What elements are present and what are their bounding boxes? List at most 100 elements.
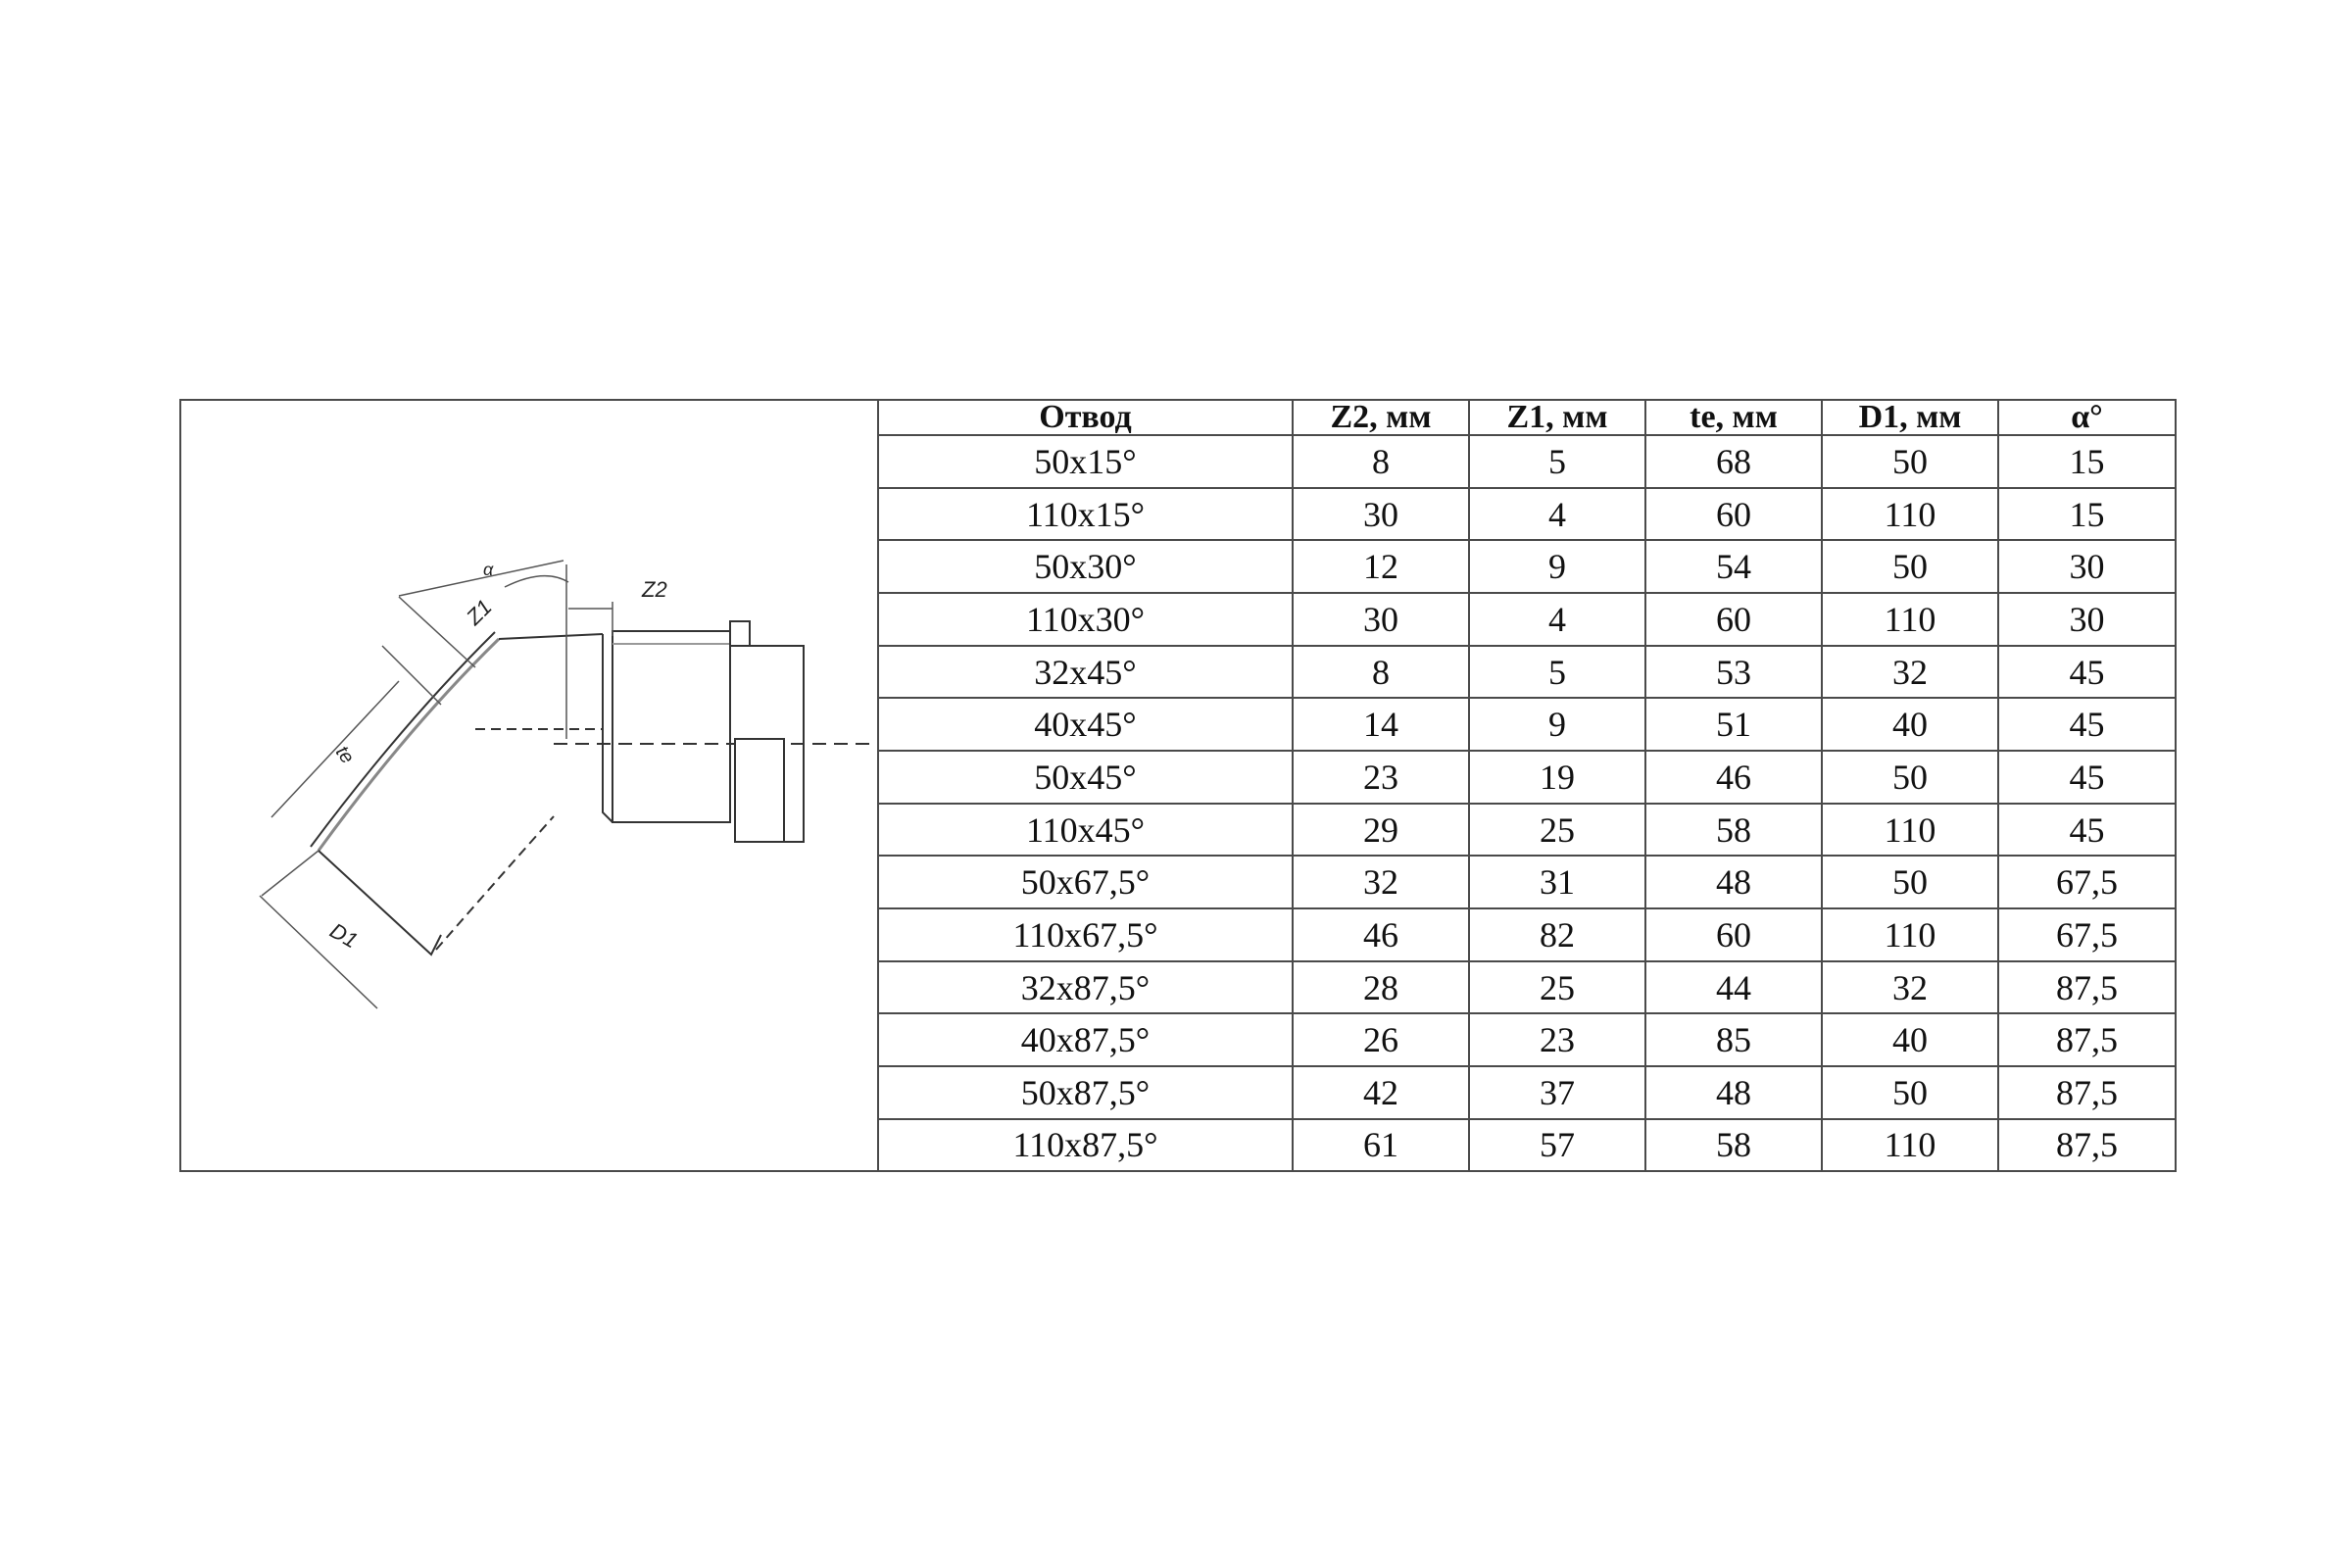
cell-d1: 32 [1821, 959, 1999, 1015]
dimensions-table: Отвод Z2, мм Z1, мм te, мм D1, мм α° 50x… [879, 401, 2175, 1170]
cell-d1: 50 [1821, 1065, 1999, 1120]
cell-z1: 5 [1468, 434, 1646, 489]
cell-d1: 32 [1821, 644, 1999, 700]
cell-alpha: 45 [1997, 644, 2175, 700]
cell-elbow: 40x45° [879, 697, 1294, 753]
cell-elbow: 40x87,5° [879, 1012, 1294, 1068]
cell-te: 60 [1644, 907, 1823, 962]
cell-te: 85 [1644, 1012, 1823, 1068]
cell-alpha: 87,5 [1997, 959, 2175, 1015]
cell-alpha: 15 [1997, 486, 2175, 542]
cell-te: 48 [1644, 1065, 1823, 1120]
cell-d1: 110 [1821, 486, 1999, 542]
cell-z2: 8 [1292, 644, 1470, 700]
cell-te: 53 [1644, 644, 1823, 700]
cell-elbow: 110x87,5° [879, 1117, 1294, 1170]
dimensions-table-cell: Отвод Z2, мм Z1, мм te, мм D1, мм α° 50x… [879, 401, 2175, 1170]
alpha-label: α [483, 560, 494, 579]
cell-z1: 23 [1468, 1012, 1646, 1068]
cell-elbow: 32x87,5° [879, 959, 1294, 1015]
cell-elbow: 50x67,5° [879, 855, 1294, 910]
cell-elbow: 50x30° [879, 539, 1294, 595]
cell-d1: 50 [1821, 539, 1999, 595]
cell-z1: 5 [1468, 644, 1646, 700]
cell-alpha: 87,5 [1997, 1065, 2175, 1120]
cell-z2: 42 [1292, 1065, 1470, 1120]
cell-z2: 8 [1292, 434, 1470, 489]
header-elbow: Отвод [879, 401, 1294, 436]
elbow-technical-drawing: α Z1 Z2 te D1 [259, 560, 877, 1009]
cell-z1: 82 [1468, 907, 1646, 962]
z1-label: Z1 [461, 595, 497, 631]
cell-d1: 40 [1821, 697, 1999, 753]
cell-d1: 50 [1821, 434, 1999, 489]
cell-alpha: 45 [1997, 750, 2175, 805]
cell-z1: 57 [1468, 1117, 1646, 1170]
cell-te: 60 [1644, 486, 1823, 542]
cell-elbow: 50x15° [879, 434, 1294, 489]
cell-elbow: 50x45° [879, 750, 1294, 805]
cell-elbow: 110x67,5° [879, 907, 1294, 962]
cell-z2: 29 [1292, 802, 1470, 858]
cell-z2: 30 [1292, 592, 1470, 647]
cell-elbow: 110x45° [879, 802, 1294, 858]
header-z1: Z1, мм [1468, 401, 1646, 436]
cell-te: 48 [1644, 855, 1823, 910]
cell-z2: 26 [1292, 1012, 1470, 1068]
cell-d1: 110 [1821, 802, 1999, 858]
cell-z1: 4 [1468, 592, 1646, 647]
elbow-spec-block: α Z1 Z2 te D1 Отвод Z2, мм Z1, мм te, мм… [179, 399, 2177, 1172]
cell-te: 44 [1644, 959, 1823, 1015]
header-d1: D1, мм [1821, 401, 1999, 436]
cell-alpha: 67,5 [1997, 907, 2175, 962]
cell-z2: 23 [1292, 750, 1470, 805]
cell-elbow: 110x30° [879, 592, 1294, 647]
z2-label: Z2 [641, 577, 667, 602]
cell-alpha: 45 [1997, 802, 2175, 858]
te-label: te [331, 742, 359, 767]
cell-z1: 25 [1468, 959, 1646, 1015]
cell-z2: 30 [1292, 486, 1470, 542]
cell-te: 68 [1644, 434, 1823, 489]
cell-z2: 28 [1292, 959, 1470, 1015]
cell-alpha: 30 [1997, 539, 2175, 595]
header-alpha: α° [1997, 401, 2175, 436]
cell-d1: 110 [1821, 907, 1999, 962]
cell-elbow: 110x15° [879, 486, 1294, 542]
cell-z1: 31 [1468, 855, 1646, 910]
cell-z2: 46 [1292, 907, 1470, 962]
elbow-drawing-cell: α Z1 Z2 te D1 [181, 401, 879, 1170]
cell-alpha: 87,5 [1997, 1117, 2175, 1170]
cell-elbow: 50x87,5° [879, 1065, 1294, 1120]
cell-z1: 37 [1468, 1065, 1646, 1120]
cell-z1: 19 [1468, 750, 1646, 805]
cell-z1: 25 [1468, 802, 1646, 858]
cell-alpha: 45 [1997, 697, 2175, 753]
cell-d1: 50 [1821, 750, 1999, 805]
cell-elbow: 32x45° [879, 644, 1294, 700]
table-header-row: Отвод Z2, мм Z1, мм te, мм D1, мм α° [879, 401, 2175, 436]
cell-z1: 9 [1468, 697, 1646, 753]
cell-d1: 110 [1821, 1117, 1999, 1170]
cell-te: 60 [1644, 592, 1823, 647]
cell-te: 58 [1644, 802, 1823, 858]
cell-alpha: 87,5 [1997, 1012, 2175, 1068]
cell-d1: 50 [1821, 855, 1999, 910]
cell-te: 46 [1644, 750, 1823, 805]
cell-te: 54 [1644, 539, 1823, 595]
cell-alpha: 30 [1997, 592, 2175, 647]
